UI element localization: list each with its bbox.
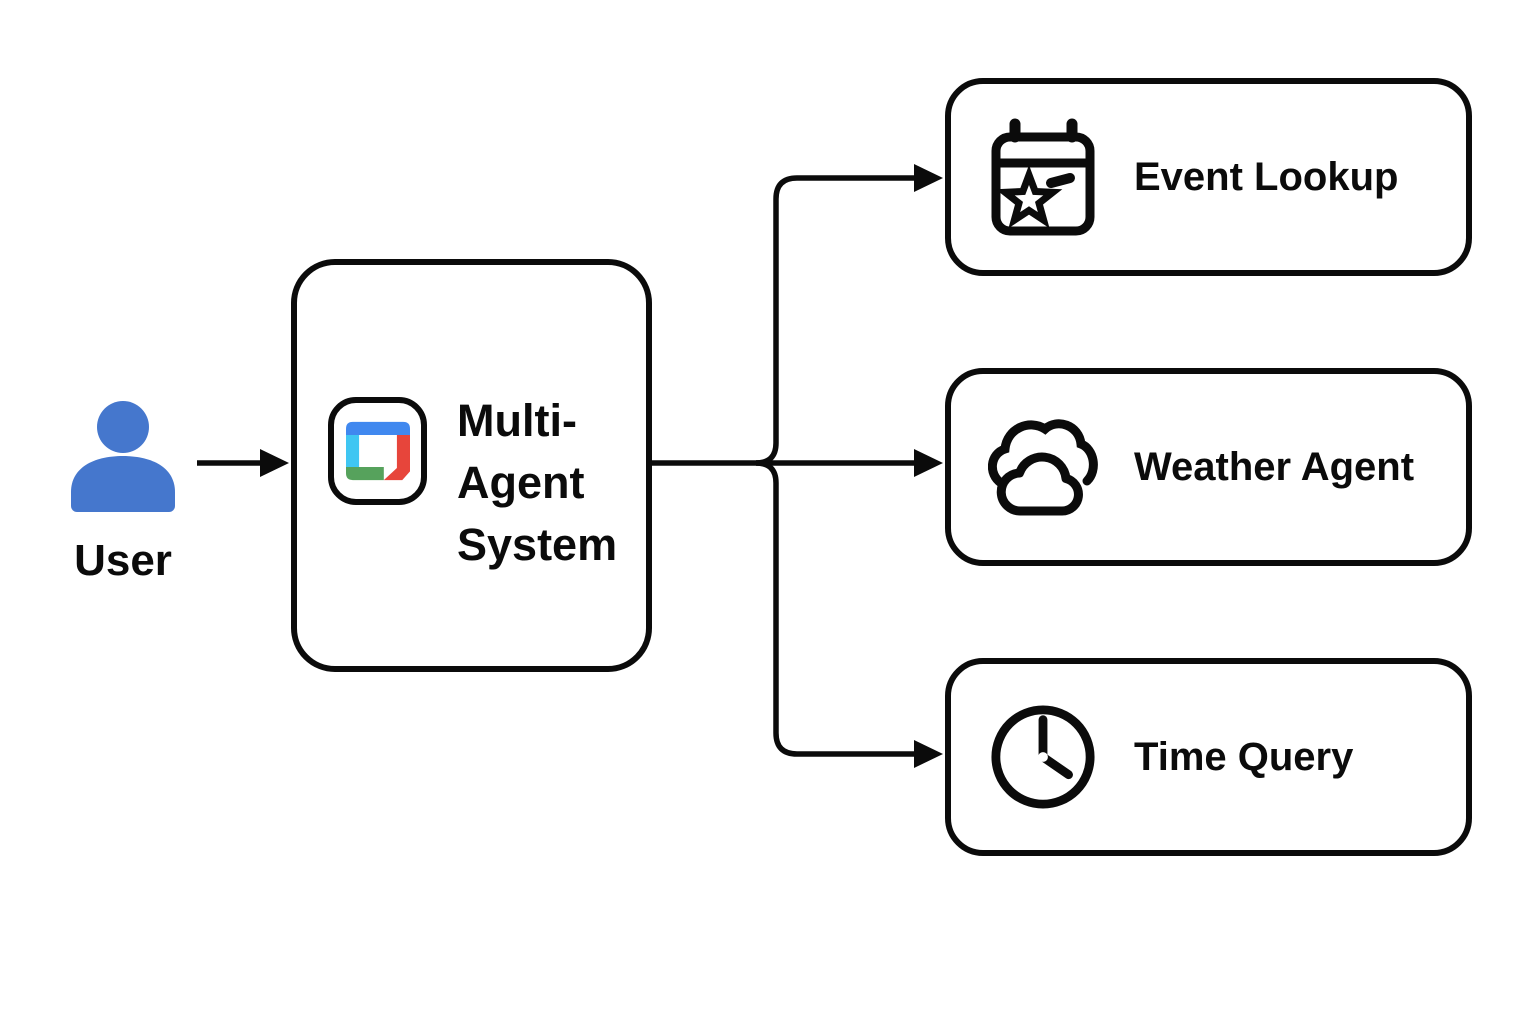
arrow-system-to-event xyxy=(755,175,916,466)
agent-label-time-query: Time Query xyxy=(1134,734,1354,779)
arrowhead-user-to-system xyxy=(260,449,289,477)
arrowhead-system-to-weather xyxy=(914,449,943,477)
user-node: User xyxy=(23,400,223,586)
multi-agent-system-label: Multi- Agent System xyxy=(457,395,618,570)
multi-agent-system-node: Multi- Agent System xyxy=(291,259,652,672)
agent-label-event-lookup: Event Lookup xyxy=(1134,154,1399,199)
clock-icon xyxy=(987,692,1099,822)
arrow-system-to-time xyxy=(755,460,916,757)
agent-node-weather: Weather Agent xyxy=(945,368,1472,566)
user-person-icon xyxy=(71,401,175,512)
arrowhead-system-to-event xyxy=(914,164,943,192)
calendar-star-icon xyxy=(987,112,1099,242)
adk-logo xyxy=(345,421,410,481)
user-label: User xyxy=(74,536,172,585)
agent-node-time-query: Time Query xyxy=(945,658,1472,856)
agent-node-event-lookup: Event Lookup xyxy=(945,78,1472,276)
adk-app-icon xyxy=(328,397,427,505)
agent-label-weather: Weather Agent xyxy=(1134,444,1415,489)
cloud-icon xyxy=(987,402,1099,532)
arrowhead-system-to-time xyxy=(914,740,943,768)
